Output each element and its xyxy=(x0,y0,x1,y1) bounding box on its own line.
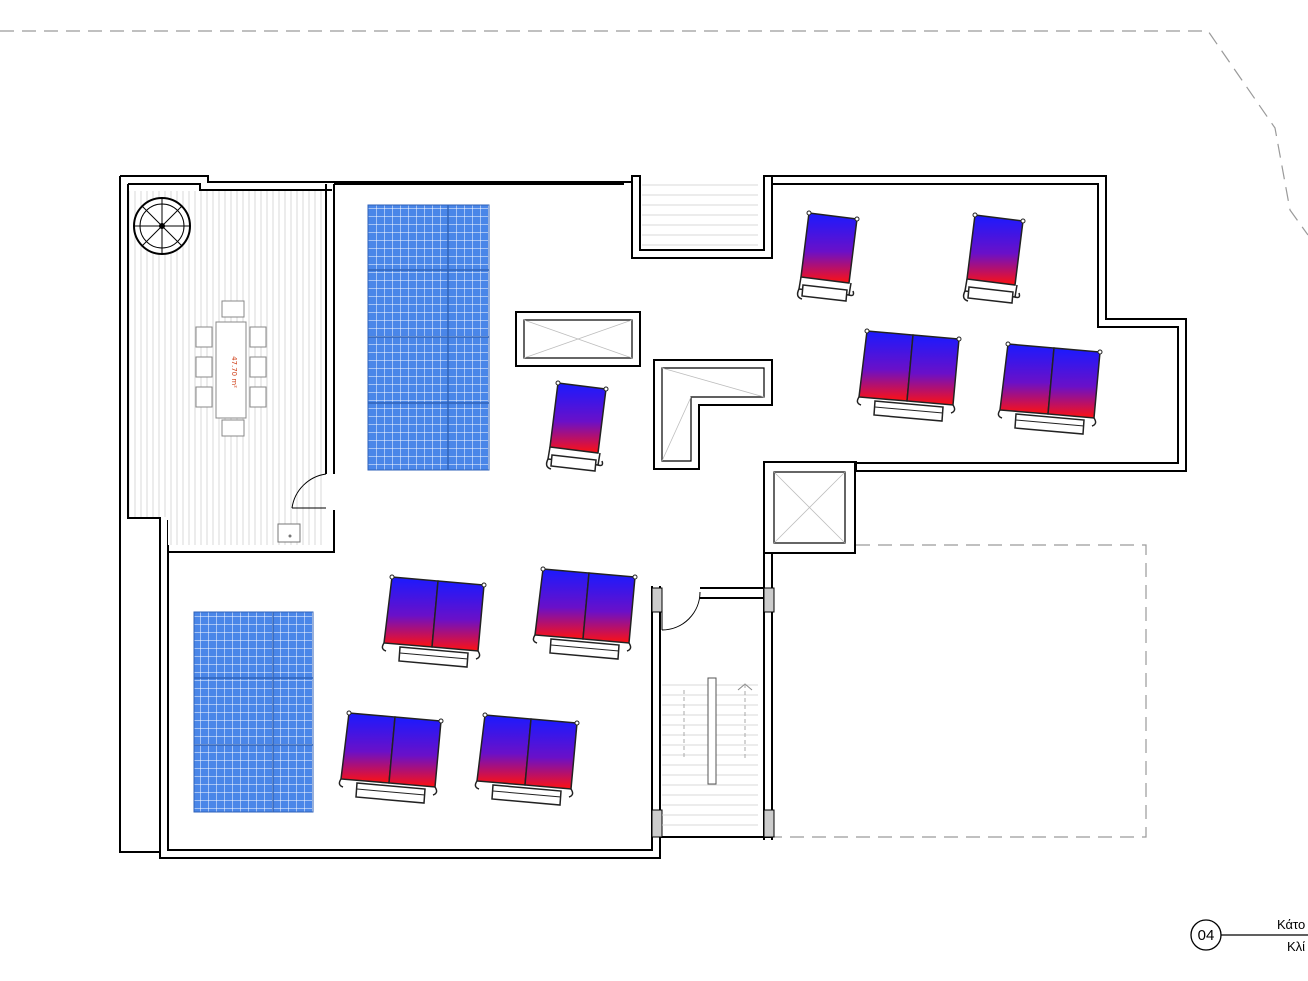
stair-opening-top xyxy=(642,178,758,248)
roof-outline xyxy=(119,175,1187,859)
solar-thermal-collector-icon xyxy=(997,341,1103,435)
area-label: 47.70 m² xyxy=(230,356,238,388)
skylight-icon xyxy=(763,461,856,554)
solar-thermal-collector-icon xyxy=(532,566,638,660)
property-boundary-line xyxy=(0,30,1308,236)
skylight-icon xyxy=(653,359,773,470)
solar-thermal-collector-icon xyxy=(381,574,487,668)
view-tag: 04 Κάτο Κλί xyxy=(1190,917,1308,954)
solar-thermal-collector-icon xyxy=(338,710,444,804)
pv-array-icon xyxy=(193,611,314,813)
view-tag-title-line1: Κάτο xyxy=(1277,917,1305,932)
view-tag-title-line2: Κλί xyxy=(1287,939,1305,954)
terrace-door xyxy=(277,473,327,543)
staircase xyxy=(651,587,775,838)
terrace-deck-strip xyxy=(168,517,325,545)
dining-table xyxy=(195,300,267,437)
solar-thermal-collector-icon xyxy=(856,328,962,422)
spiral-stair-icon xyxy=(133,197,191,255)
solar-thermal-collector-icon xyxy=(962,212,1026,304)
solar-thermal-collector-icon xyxy=(796,210,860,302)
solar-thermal-collector-icon xyxy=(545,380,609,472)
view-tag-number: 04 xyxy=(1198,927,1215,944)
solar-thermal-collector-icon xyxy=(474,712,580,806)
skylight-icon xyxy=(515,311,641,367)
lower-level-outline xyxy=(772,544,1147,838)
